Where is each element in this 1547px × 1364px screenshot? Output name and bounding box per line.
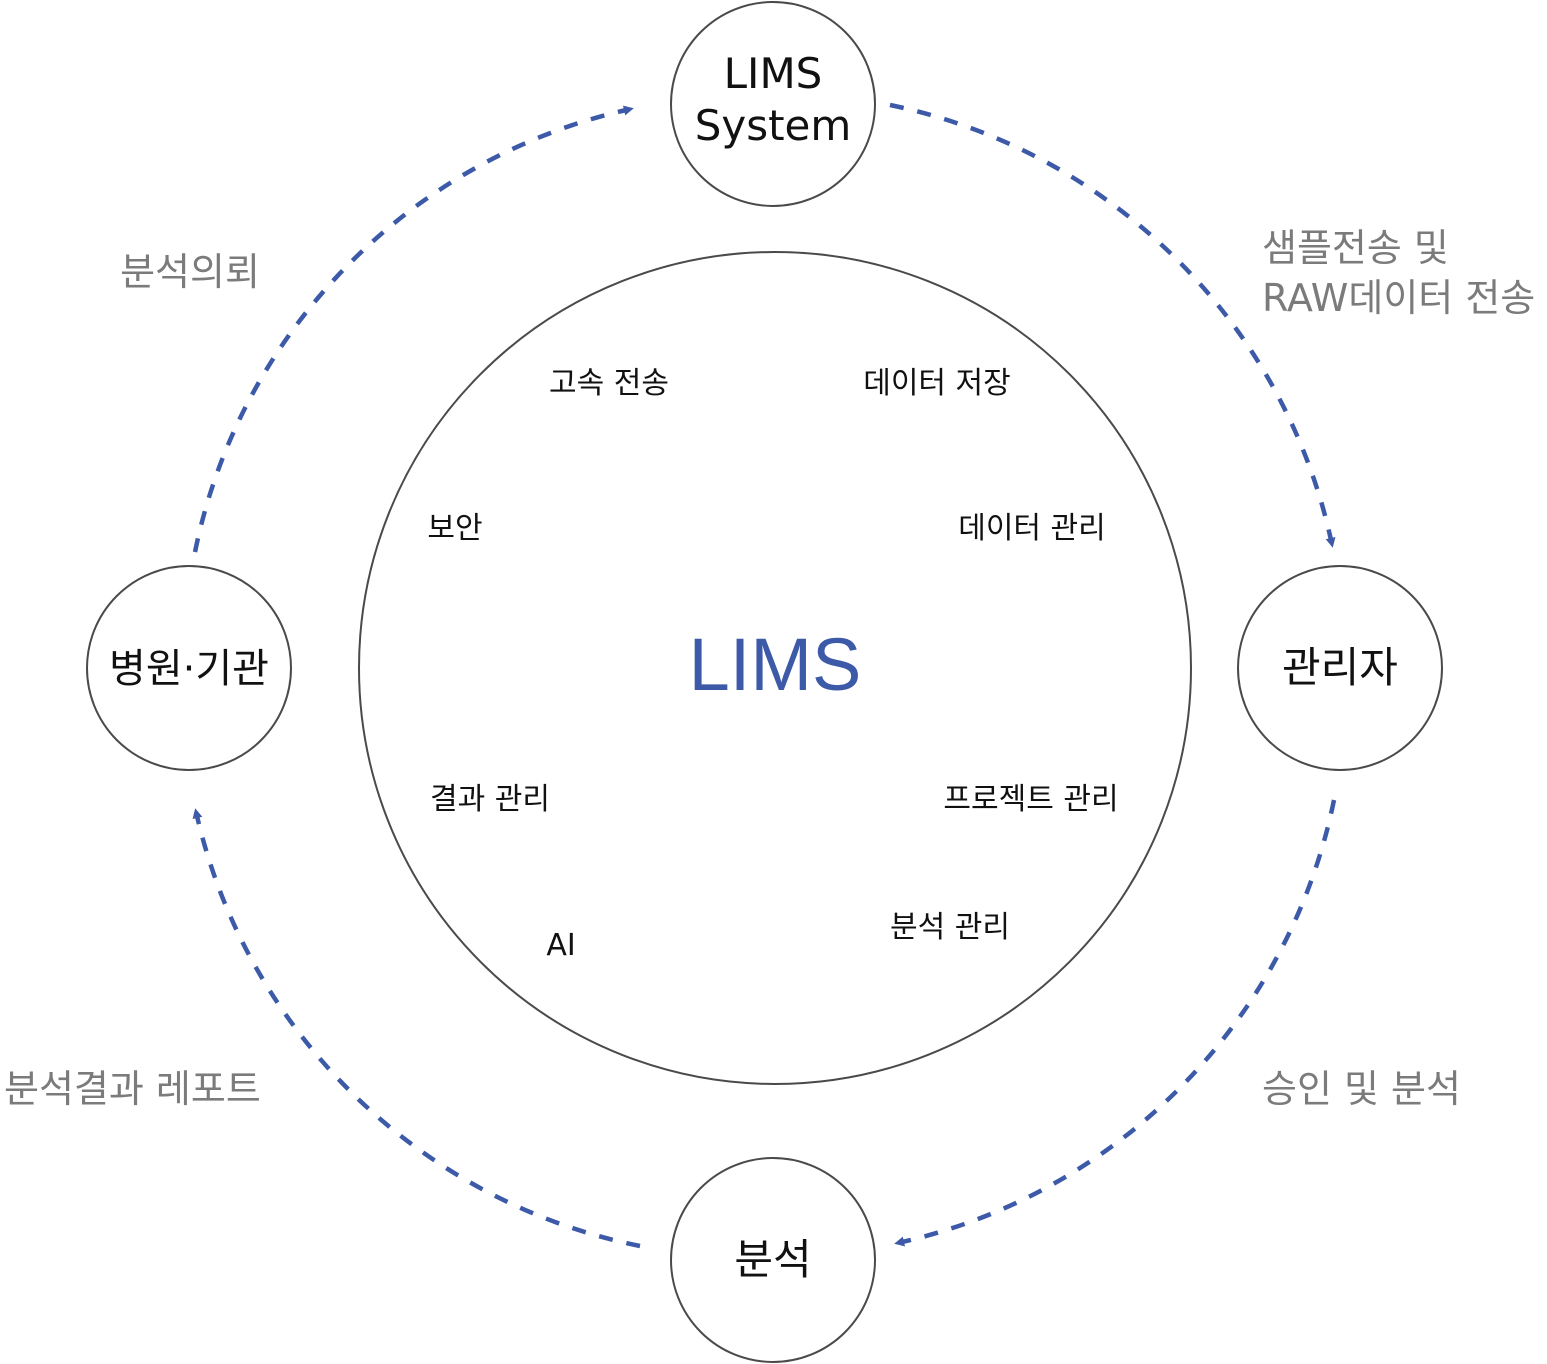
flow-arrow-transfer (889, 102, 1336, 548)
flow-label-approval: 승인 및 분석 (1262, 1067, 1461, 1111)
flow-label-request: 분석의뢰 (120, 250, 260, 294)
node-lims-system-line2: System (695, 101, 852, 150)
feature-high-speed-transfer: 고속 전송 (549, 366, 669, 401)
node-lims-system-line1: LIMS (724, 49, 823, 98)
flow-label-transfer-line1: 샘플전송 및 (1262, 226, 1449, 270)
node-hospital-label: 병원·기관 (109, 646, 269, 692)
flow-label-transfer-line2: RAW데이터 전송 (1262, 276, 1535, 320)
node-manager-circle (1237, 565, 1443, 771)
center-title: LIMS (689, 623, 862, 706)
feature-project-management: 프로젝트 관리 (943, 782, 1118, 817)
node-manager-label: 관리자 (1282, 643, 1398, 692)
flow-arrow-approval (894, 799, 1337, 1247)
node-analysis-label: 분석 (734, 1235, 811, 1284)
feature-data-management: 데이터 관리 (958, 511, 1106, 546)
node-analysis-circle (670, 1157, 876, 1363)
feature-data-storage: 데이터 저장 (863, 366, 1011, 401)
flow-arrow-request (192, 105, 634, 553)
lims-core-circle (358, 251, 1192, 1085)
feature-analysis-management: 분석 관리 (890, 910, 1010, 945)
feature-result-management: 결과 관리 (430, 782, 550, 817)
feature-ai: AI (546, 928, 575, 963)
node-hospital-circle (86, 565, 292, 771)
flow-label-report: 분석결과 레포트 (4, 1067, 261, 1111)
flow-arrow-report (192, 808, 641, 1249)
feature-security: 보안 (427, 511, 482, 546)
node-lims-system-circle (670, 1, 876, 207)
